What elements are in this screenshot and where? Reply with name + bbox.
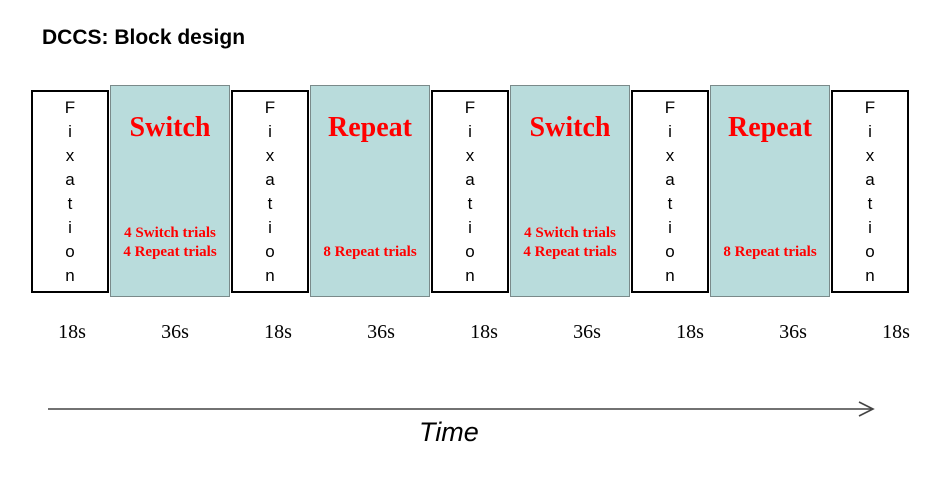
duration-label: 18s	[676, 321, 704, 343]
duration-row: 18s 36s 18s 36s 18s 36s 18s 36s 18s	[31, 321, 925, 343]
time-axis-label: Time	[419, 417, 479, 447]
task-block-title: Switch	[129, 112, 211, 143]
duration-label: 18s	[882, 321, 910, 343]
duration-label: 18s	[58, 321, 86, 343]
duration-label: 36s	[573, 321, 601, 343]
page-title: DCCS: Block design	[42, 26, 246, 49]
task-block-title: Repeat	[328, 112, 412, 143]
duration-label: 36s	[367, 321, 395, 343]
task-block-trial-details: 8 Repeat trials	[323, 244, 417, 260]
duration-label: 36s	[161, 321, 189, 343]
task-block-repeat: Repeat 8 Repeat trials	[710, 85, 830, 297]
task-block-title: Switch	[529, 112, 611, 143]
task-block-trial-details: 8 Repeat trials	[723, 244, 817, 260]
time-arrow-icon	[48, 401, 875, 417]
task-block-title: Repeat	[728, 112, 812, 143]
duration-label: 36s	[779, 321, 807, 343]
duration-label: 18s	[470, 321, 498, 343]
duration-label: 18s	[264, 321, 292, 343]
task-block-repeat: Repeat 8 Repeat trials	[310, 85, 430, 297]
